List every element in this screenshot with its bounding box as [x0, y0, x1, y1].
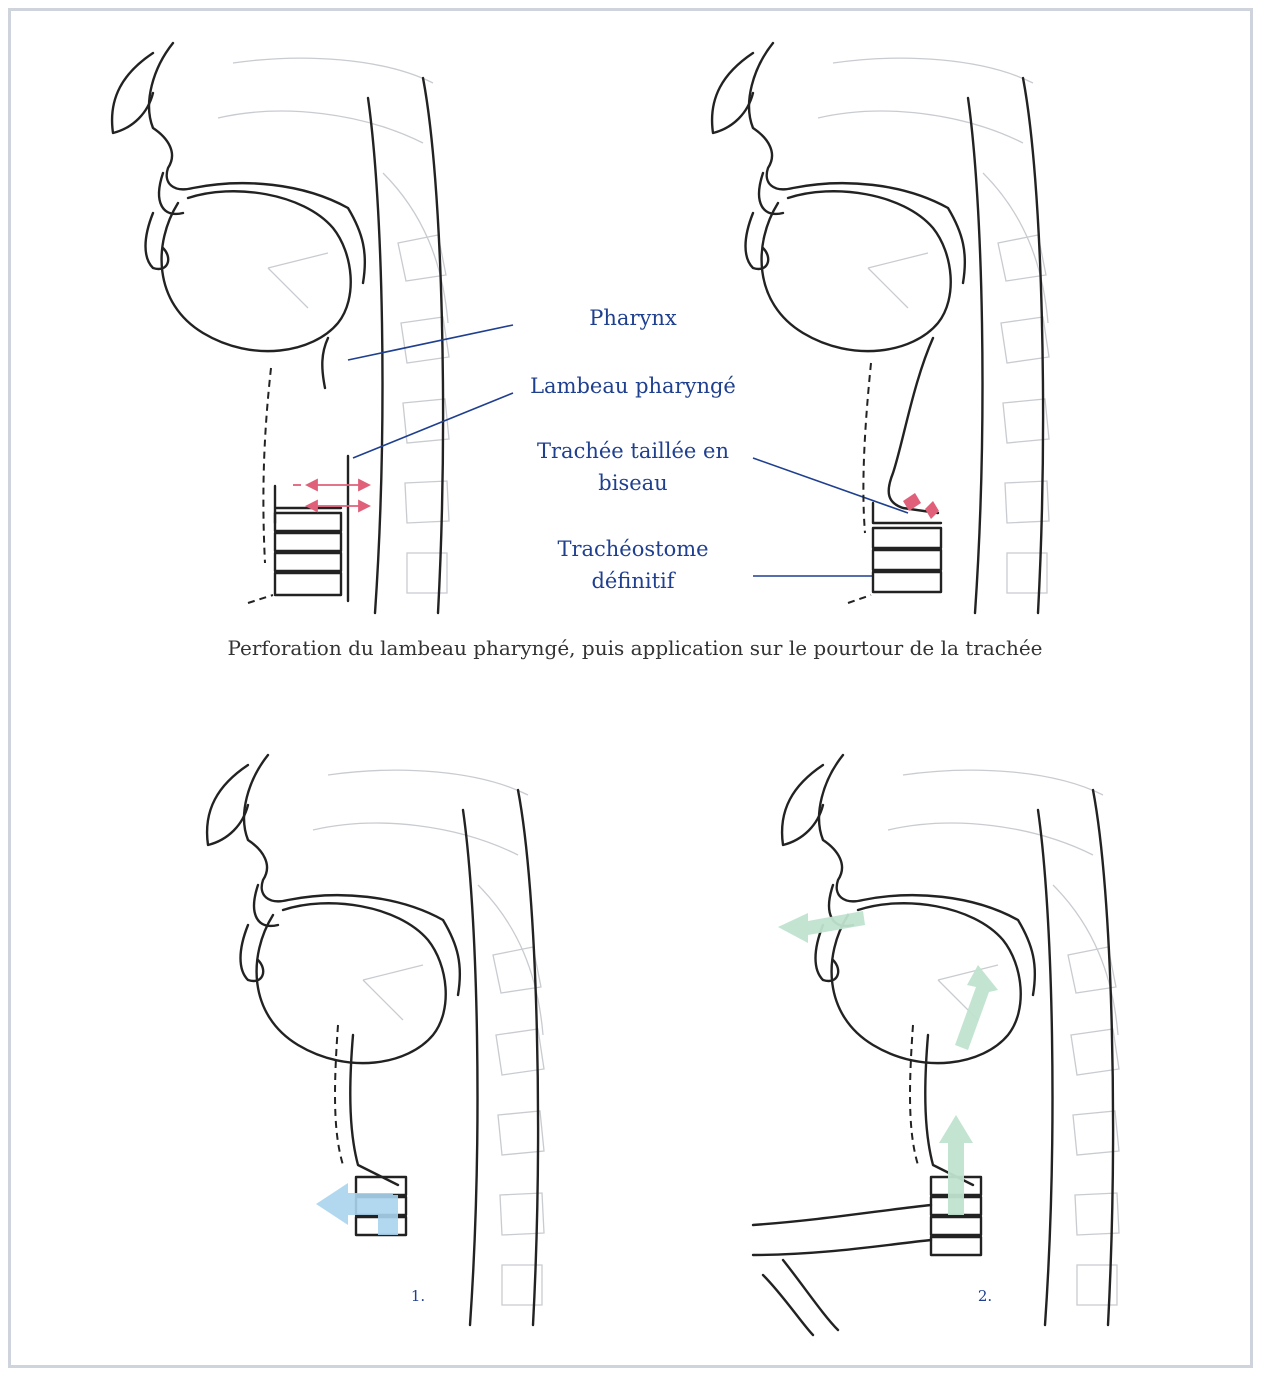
- red-suture-marks: [903, 493, 939, 519]
- label-tracheostome-1: Trachéostome: [557, 537, 708, 561]
- diagram-canvas: Pharynx Lambeau pharyngé Trachée taillée…: [11, 11, 1250, 1365]
- trachea-rings: [275, 513, 341, 595]
- panel-number-2: 2.: [978, 1287, 992, 1305]
- label-tracheostome-2: définitif: [591, 569, 676, 593]
- panel-number-1: 1.: [411, 1287, 425, 1305]
- caption: Perforation du lambeau pharyngé, puis ap…: [227, 636, 1042, 660]
- figure-frame: Pharynx Lambeau pharyngé Trachée taillée…: [8, 8, 1253, 1368]
- panel-bottom-right: [753, 755, 1119, 1335]
- label-lambeau: Lambeau pharyngé: [530, 374, 736, 398]
- panel-bottom-left: [207, 755, 544, 1325]
- lambeau-leader: [353, 393, 513, 458]
- trachea-rings-b: [873, 528, 941, 592]
- label-pharynx: Pharynx: [589, 306, 677, 330]
- panel-top-right: [712, 43, 1049, 613]
- label-trachee-2: biseau: [598, 471, 667, 495]
- green-arrows: [778, 911, 998, 1215]
- reconstructed-pharynx: [889, 338, 938, 513]
- red-double-arrows: [293, 480, 369, 511]
- label-trachee-1: Trachée taillée en: [537, 439, 729, 463]
- trachee-leader: [753, 458, 908, 513]
- label-group: Pharynx Lambeau pharyngé Trachée taillée…: [348, 306, 908, 593]
- panel-top-left: [112, 43, 449, 613]
- pharynx-stump: [322, 338, 328, 388]
- pharynx-leader: [348, 325, 513, 360]
